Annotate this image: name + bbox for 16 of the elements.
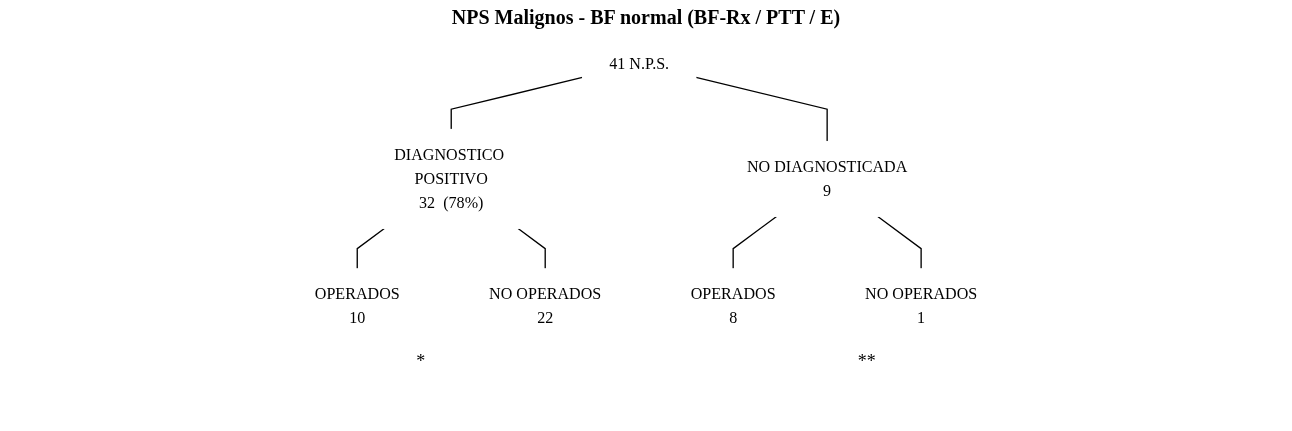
node-text: OPERADOS 10 [314,284,400,327]
connector [695,76,828,143]
diagram-title: NPS Malignos - BF normal (BF-Rx / PTT / E) [450,6,842,29]
node-text: NO OPERADOS 1 [865,284,978,327]
connector [877,215,922,270]
node-text: NO OPERADOS 22 [489,284,602,327]
connector [356,227,386,270]
node-text: DIAGNOSTICO POSITIVO 32 (78%) [394,145,505,212]
connector [517,227,546,270]
connector [450,76,584,130]
node-text: NO DIAGNOSTICADA 9 [746,157,908,200]
node-text: OPERADOS 8 [690,284,776,327]
footnote-mark: * [416,351,426,372]
connector [732,215,778,270]
footnote-mark: ** [857,351,876,372]
node-text: 41 N.P.S. [609,54,670,73]
